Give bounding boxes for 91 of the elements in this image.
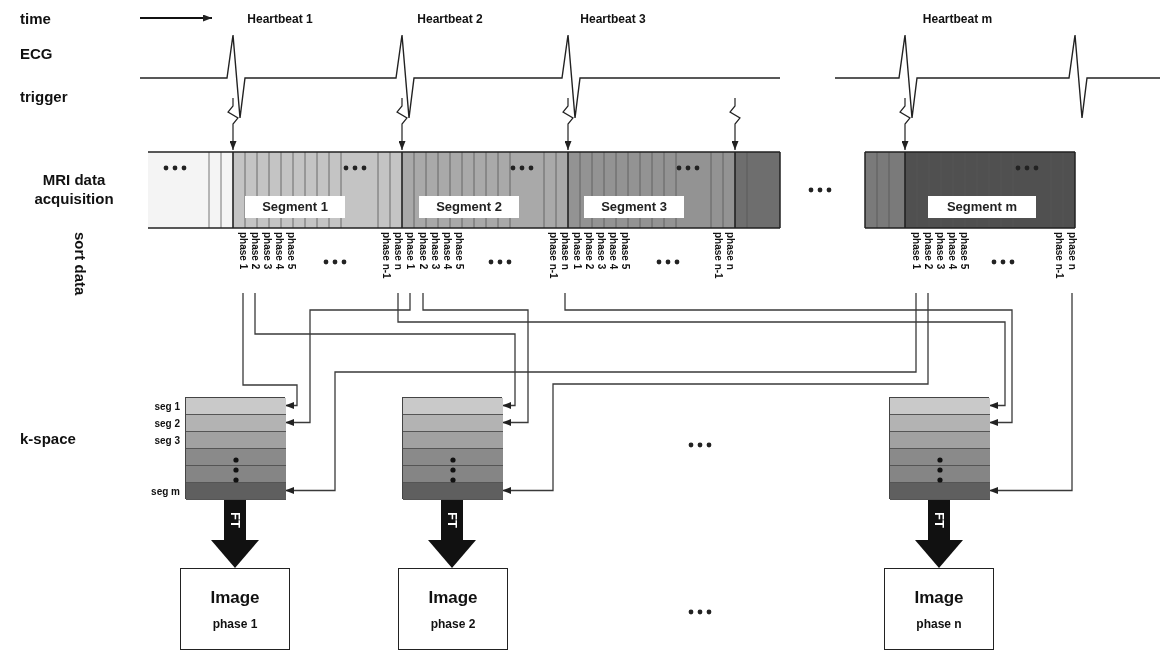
row-label: ECG (20, 44, 54, 64)
k-space-row (890, 449, 990, 466)
row-label: Heartbeat 2 (416, 11, 484, 28)
phase-label: phase n (1066, 232, 1078, 270)
sort-connector (564, 292, 1013, 426)
phase-label: phase 5 (958, 232, 970, 270)
k-space-row (890, 415, 990, 432)
phase-label: phase n-1 (1053, 232, 1065, 279)
phase-label: phase n-1 (547, 232, 559, 279)
image-box (398, 568, 508, 650)
k-space-row (186, 415, 286, 432)
row-label: trigger (20, 87, 69, 107)
image-box (884, 568, 994, 650)
k-space-row (186, 466, 286, 483)
k-space-row (403, 398, 503, 415)
ft-arrow (428, 499, 476, 568)
phase-label: phase n-1 (380, 232, 392, 279)
k-space-row (403, 466, 503, 483)
sort-connector (501, 292, 929, 494)
phase-label: phase 3 (934, 232, 946, 270)
phase-label: phase 4 (273, 232, 285, 270)
k-space-row (186, 483, 286, 500)
image-title: Image (428, 587, 478, 609)
segment-label: Segment 1 (245, 196, 345, 218)
phase-label: phase 5 (453, 232, 465, 270)
phase-label: phase n (724, 232, 736, 270)
k-space-stack (402, 397, 502, 499)
phase-label: phase 5 (619, 232, 631, 270)
edge-label: FT (228, 511, 242, 528)
phase-label: phase 2 (922, 232, 934, 270)
sort-connector (284, 292, 411, 426)
image-title: Image (210, 587, 260, 609)
image-title: Image (914, 587, 964, 609)
phase-label: phase 2 (417, 232, 429, 270)
phase-label: phase 3 (595, 232, 607, 270)
row-label: seg m (150, 485, 180, 499)
image-box (180, 568, 290, 650)
k-space-row (403, 432, 503, 449)
k-space-row (186, 432, 286, 449)
phase-label: phase 1 (910, 232, 922, 270)
phase-label: phase 4 (946, 232, 958, 270)
k-space-row (890, 432, 990, 449)
phase-label: phase n (559, 232, 571, 270)
row-label: sort data (70, 232, 90, 296)
phase-label: phase 1 (237, 232, 249, 270)
phase-label: phase 4 (441, 232, 453, 270)
k-space-row (403, 415, 503, 432)
k-space-row (890, 483, 990, 500)
phase-label: phase n (392, 232, 404, 270)
phase-label: phase 4 (607, 232, 619, 270)
ft-arrow (211, 499, 259, 568)
sort-connector (284, 292, 917, 494)
segment-label: Segment m (928, 196, 1036, 218)
k-space-row (890, 398, 990, 415)
sort-connector (397, 292, 1006, 409)
sort-connector (988, 292, 1073, 494)
k-space-row (403, 449, 503, 466)
row-label: time (20, 9, 52, 29)
image-phase: phase n (916, 615, 962, 633)
edge-label: FT (445, 511, 459, 528)
ft-arrow (915, 499, 963, 568)
k-space-stack (185, 397, 285, 499)
image-phase: phase 1 (212, 615, 258, 633)
row-label: Heartbeat 1 (246, 11, 314, 28)
phase-label: phase 1 (571, 232, 583, 270)
image-phase: phase 2 (430, 615, 476, 633)
edge-label: FT (932, 511, 946, 528)
sort-connector (254, 292, 516, 409)
row-label: seg 2 (153, 417, 180, 431)
phase-label: phase 3 (429, 232, 441, 270)
phase-label: phase 1 (404, 232, 416, 270)
row-label: k-space (20, 429, 77, 449)
k-space-row (186, 449, 286, 466)
phase-label: phase n-1 (712, 232, 724, 279)
row-label: seg 3 (153, 434, 180, 448)
k-space-row (890, 466, 990, 483)
phase-label: phase 3 (261, 232, 273, 270)
row-label: Heartbeat 3 (579, 11, 647, 28)
segment-label: Segment 2 (419, 196, 519, 218)
row-label: Heartbeat m (921, 11, 994, 28)
row-label: seg 1 (153, 400, 180, 414)
phase-label: phase 5 (285, 232, 297, 270)
sort-connector (422, 292, 529, 426)
row-label: MRI data acquisition (33, 170, 115, 208)
k-space-stack (889, 397, 989, 499)
phase-label: phase 2 (583, 232, 595, 270)
segment-label: Segment 3 (584, 196, 684, 218)
k-space-row (403, 483, 503, 500)
sort-connector (242, 292, 298, 409)
k-space-row (186, 398, 286, 415)
phase-label: phase 2 (249, 232, 261, 270)
